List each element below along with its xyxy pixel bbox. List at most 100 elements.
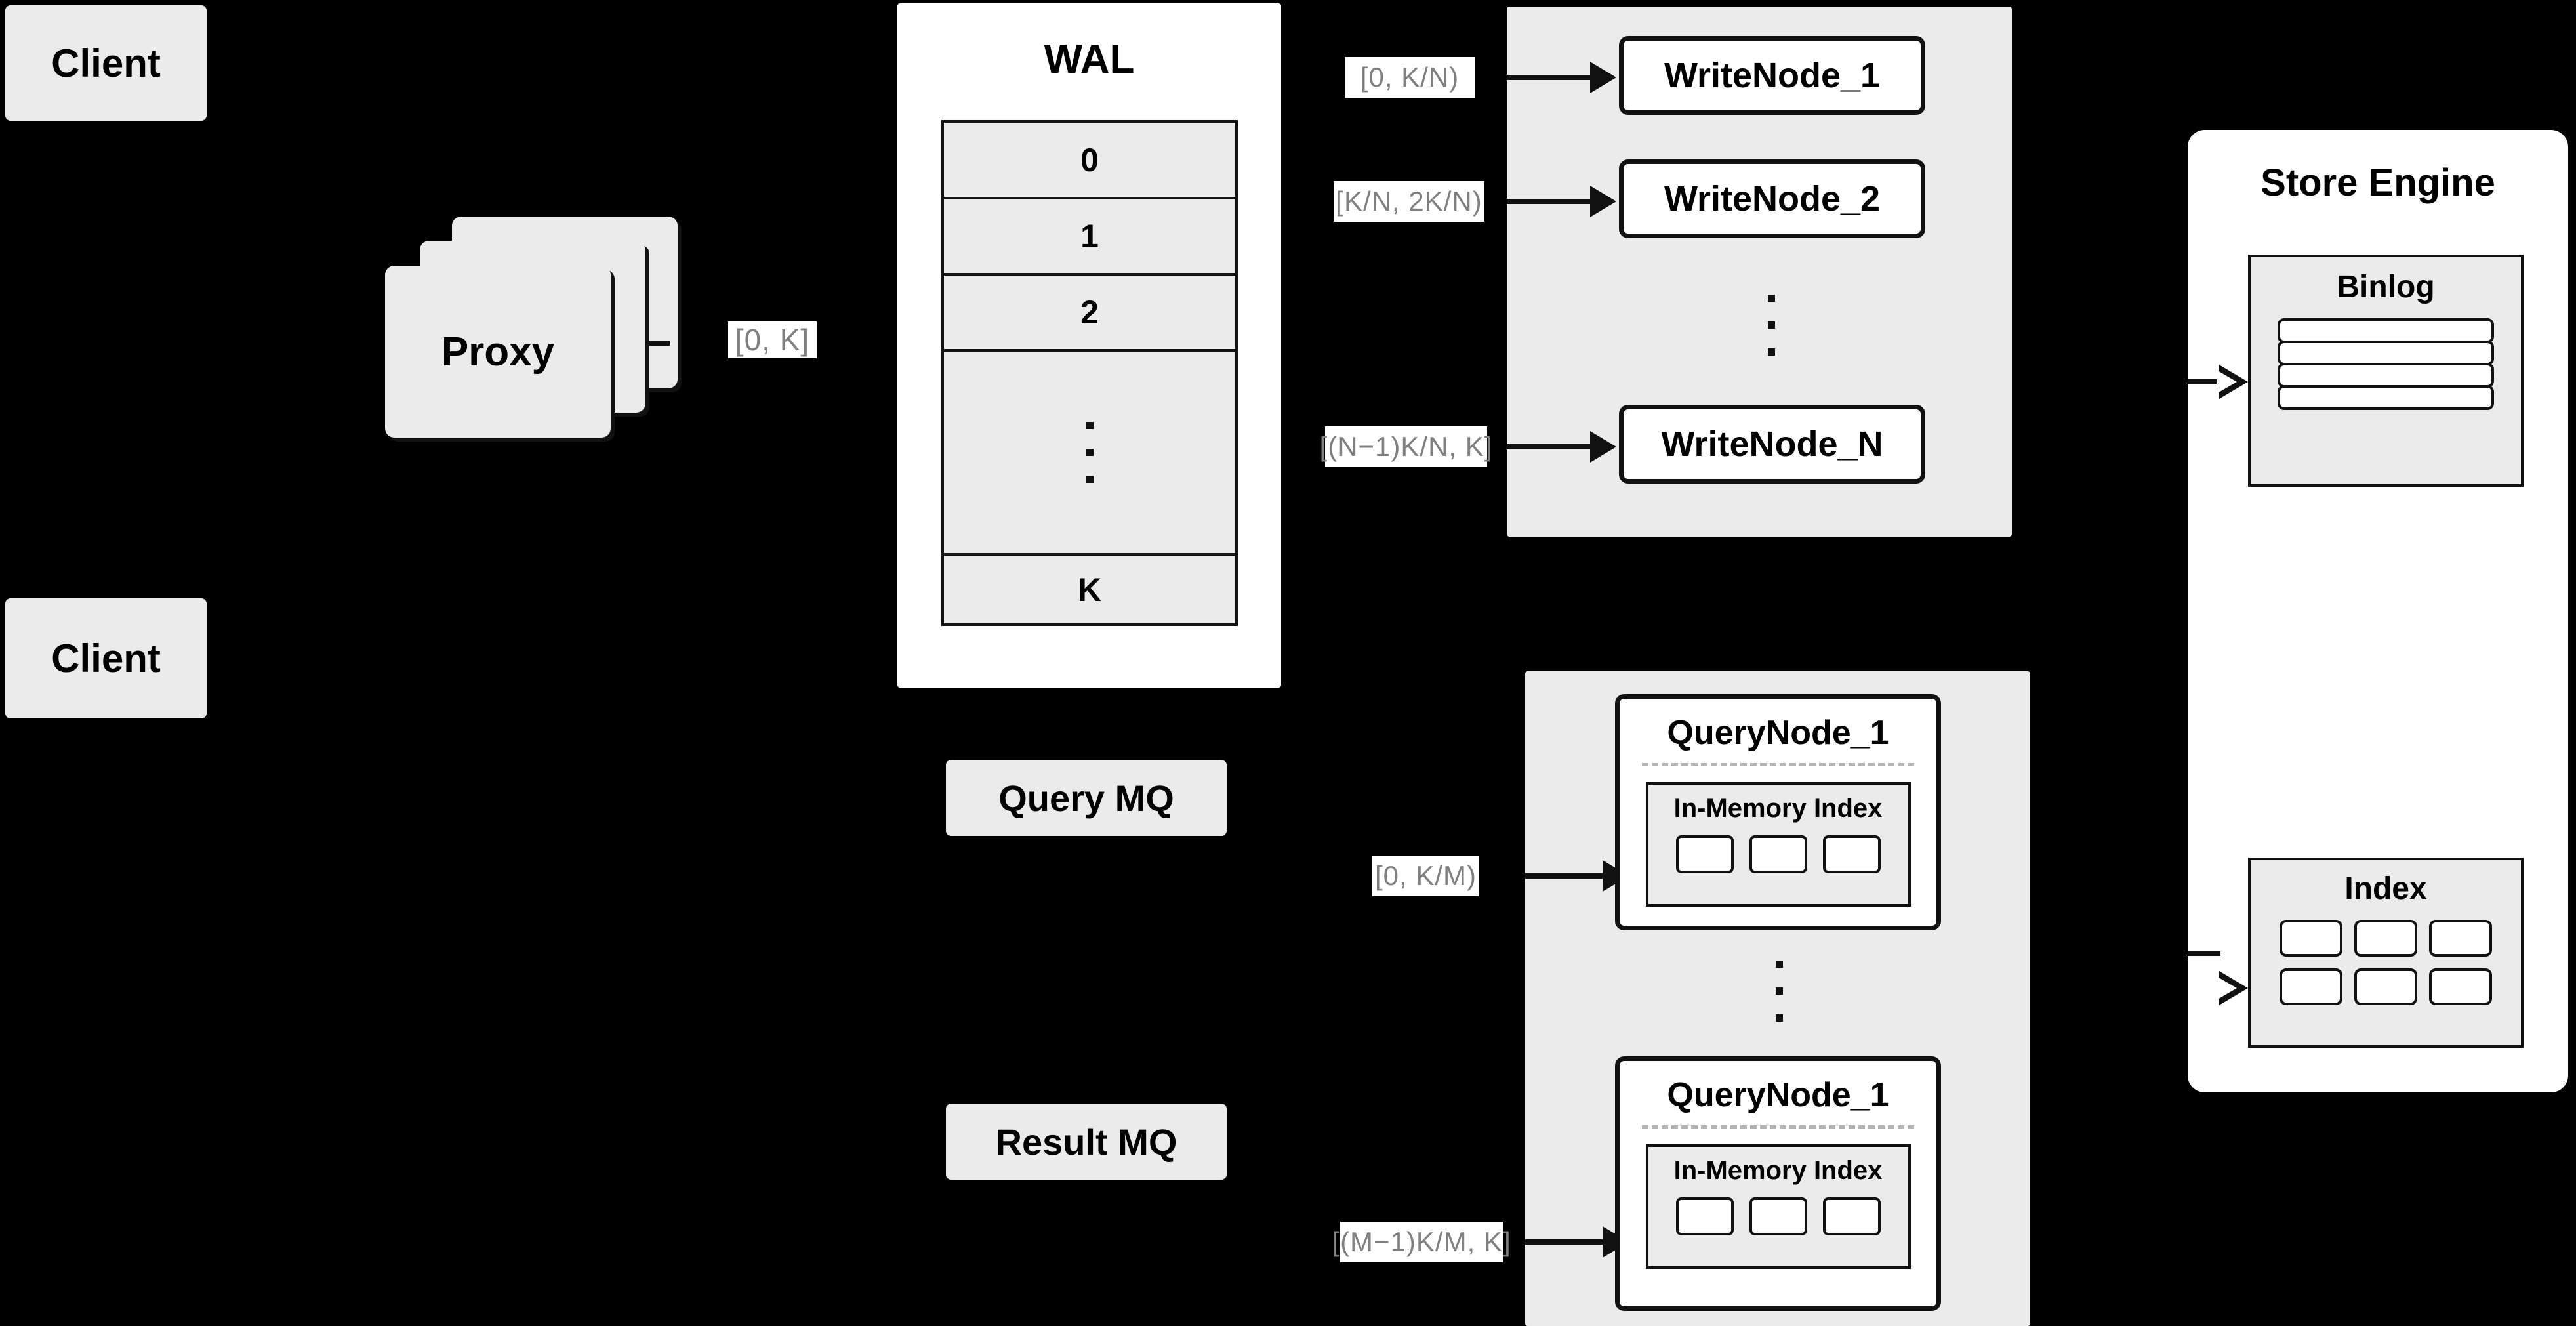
binlog-bar-4 — [2278, 385, 2494, 410]
wal-ellipsis-dot-3 — [1086, 476, 1094, 483]
binlog-panel: Binlog — [2248, 255, 2524, 487]
writenode-1-arrow-line — [1507, 75, 1590, 80]
query-node-1-index-cell-2 — [1749, 835, 1807, 873]
write-cluster-ellipsis — [1745, 279, 1797, 371]
query-node-1-separator — [1641, 763, 1915, 766]
write-ellipsis-dot-2 — [1767, 321, 1775, 329]
query-node-m-index-cells — [1675, 1197, 1881, 1235]
proxy-range-text: [0, K] — [735, 323, 810, 357]
wal-entry-stack: 0 1 2 K — [941, 120, 1238, 626]
write-ellipsis-dot-1 — [1767, 294, 1775, 302]
query-mq-box[interactable]: Query MQ — [946, 760, 1227, 836]
store-engine-title-text: Store Engine — [2260, 161, 2495, 204]
query-node-m-index-cell-2 — [1749, 1197, 1807, 1235]
writenode-1-arrow-head — [1590, 62, 1616, 93]
querynode-1-arrow-line — [1525, 873, 1603, 879]
query-node-m-index-title-text: In-Memory Index — [1673, 1156, 1883, 1185]
query-cluster-ellipsis — [1753, 945, 1805, 1037]
query-node-1-index-title: In-Memory Index — [1674, 785, 1883, 823]
client-label-1: Client — [51, 41, 161, 85]
index-title-text: Index — [2344, 871, 2427, 906]
query-node-1[interactable]: QueryNode_1 In-Memory Index — [1615, 694, 1941, 930]
binlog-arrow-head — [2217, 365, 2248, 399]
client-box-1[interactable]: Client — [5, 5, 207, 121]
wal-title: WAL — [897, 33, 1281, 85]
write-node-n[interactable]: WriteNode_N — [1619, 405, 1925, 484]
query-ellipsis-dot-1 — [1775, 960, 1783, 968]
index-cell-5 — [2354, 968, 2417, 1005]
write-node-2[interactable]: WriteNode_2 — [1619, 159, 1925, 238]
query-node-m[interactable]: QueryNode_1 In-Memory Index — [1615, 1056, 1941, 1311]
writenode-n-range-label: [(N−1)K/N, K] — [1320, 426, 1492, 467]
proxy-connector-stub — [646, 341, 670, 346]
writenode-2-arrow-line — [1507, 199, 1590, 204]
query-node-1-index-cells — [1675, 835, 1881, 873]
query-node-1-index: In-Memory Index — [1645, 782, 1911, 907]
writenode-2-range-label: [K/N, 2K/N) — [1334, 181, 1484, 222]
proxy-box[interactable]: Proxy — [385, 266, 611, 438]
index-cell-4 — [2280, 968, 2342, 1005]
client-box-2[interactable]: Client — [5, 598, 207, 718]
wal-row-2-label: 2 — [1080, 294, 1099, 331]
writenode-1-range-label: [0, K/N) — [1345, 57, 1475, 98]
querynode-m-arrow-line — [1525, 1239, 1603, 1245]
result-mq-box[interactable]: Result MQ — [946, 1104, 1227, 1180]
query-node-1-title-text: QueryNode_1 — [1667, 714, 1889, 752]
index-cell-1 — [2280, 920, 2342, 957]
query-node-1-index-cell-1 — [1675, 835, 1734, 873]
writenode-n-arrow-line — [1507, 444, 1590, 449]
query-ellipsis-dot-2 — [1775, 987, 1783, 995]
index-arrow-head — [2217, 971, 2248, 1005]
index-arrow-line — [2188, 951, 2220, 956]
query-node-m-separator — [1641, 1125, 1915, 1129]
write-node-n-label: WriteNode_N — [1661, 425, 1883, 464]
store-engine-title: Store Engine — [2188, 161, 2568, 213]
write-node-1-label: WriteNode_1 — [1664, 56, 1881, 95]
querynode-m-range-text: [(M−1)K/M, K] — [1332, 1226, 1511, 1257]
query-node-m-index: In-Memory Index — [1645, 1144, 1911, 1269]
binlog-bar-1 — [2278, 318, 2494, 343]
wal-ellipsis-dot-2 — [1086, 449, 1094, 456]
wal-row-2: 2 — [944, 276, 1235, 352]
proxy-label: Proxy — [441, 329, 555, 375]
wal-row-0-label: 0 — [1080, 141, 1099, 178]
write-ellipsis-dot-3 — [1767, 348, 1775, 356]
binlog-title: Binlog — [2337, 257, 2434, 305]
index-panel: Index — [2248, 858, 2524, 1048]
proxy-range-label: [0, K] — [728, 321, 817, 358]
wal-row-ellipsis — [944, 352, 1235, 556]
wal-row-k: K — [944, 556, 1235, 623]
querynode-1-range-text: [0, K/M) — [1374, 860, 1477, 891]
index-cell-2 — [2354, 920, 2417, 957]
wal-row-1: 1 — [944, 199, 1235, 276]
querynode-1-range-label: [0, K/M) — [1372, 856, 1479, 896]
write-node-2-label: WriteNode_2 — [1664, 179, 1881, 218]
wal-title-text: WAL — [1044, 36, 1135, 82]
wal-row-0: 0 — [944, 123, 1235, 199]
writenode-n-arrow-head — [1590, 431, 1616, 463]
query-node-m-index-cell-3 — [1822, 1197, 1881, 1235]
binlog-arrow-line — [2188, 379, 2220, 384]
writenode-n-range-text: [(N−1)K/N, K] — [1319, 431, 1493, 462]
query-node-m-title-text: QueryNode_1 — [1667, 1076, 1889, 1114]
query-mq-label: Query MQ — [998, 777, 1174, 819]
index-title: Index — [2344, 860, 2426, 907]
binlog-bars — [2251, 318, 2521, 410]
wal-ellipsis-dot-1 — [1086, 422, 1094, 429]
query-ellipsis-dot-3 — [1775, 1014, 1783, 1022]
binlog-bar-3 — [2278, 363, 2494, 388]
writenode-2-arrow-head — [1590, 186, 1616, 217]
write-node-1[interactable]: WriteNode_1 — [1619, 36, 1925, 115]
writenode-2-range-text: [K/N, 2K/N) — [1336, 186, 1482, 217]
wal-row-1-label: 1 — [1080, 218, 1099, 255]
index-cell-6 — [2429, 968, 2492, 1005]
client-label-2: Client — [51, 636, 161, 680]
querynode-m-range-label: [(M−1)K/M, K] — [1332, 1222, 1511, 1262]
wal-row-k-label: K — [1077, 571, 1102, 608]
binlog-title-text: Binlog — [2337, 270, 2435, 304]
binlog-bar-2 — [2278, 341, 2494, 365]
query-node-m-index-cell-1 — [1675, 1197, 1734, 1235]
query-node-1-index-cell-3 — [1822, 835, 1881, 873]
writenode-1-range-text: [0, K/N) — [1360, 62, 1460, 93]
